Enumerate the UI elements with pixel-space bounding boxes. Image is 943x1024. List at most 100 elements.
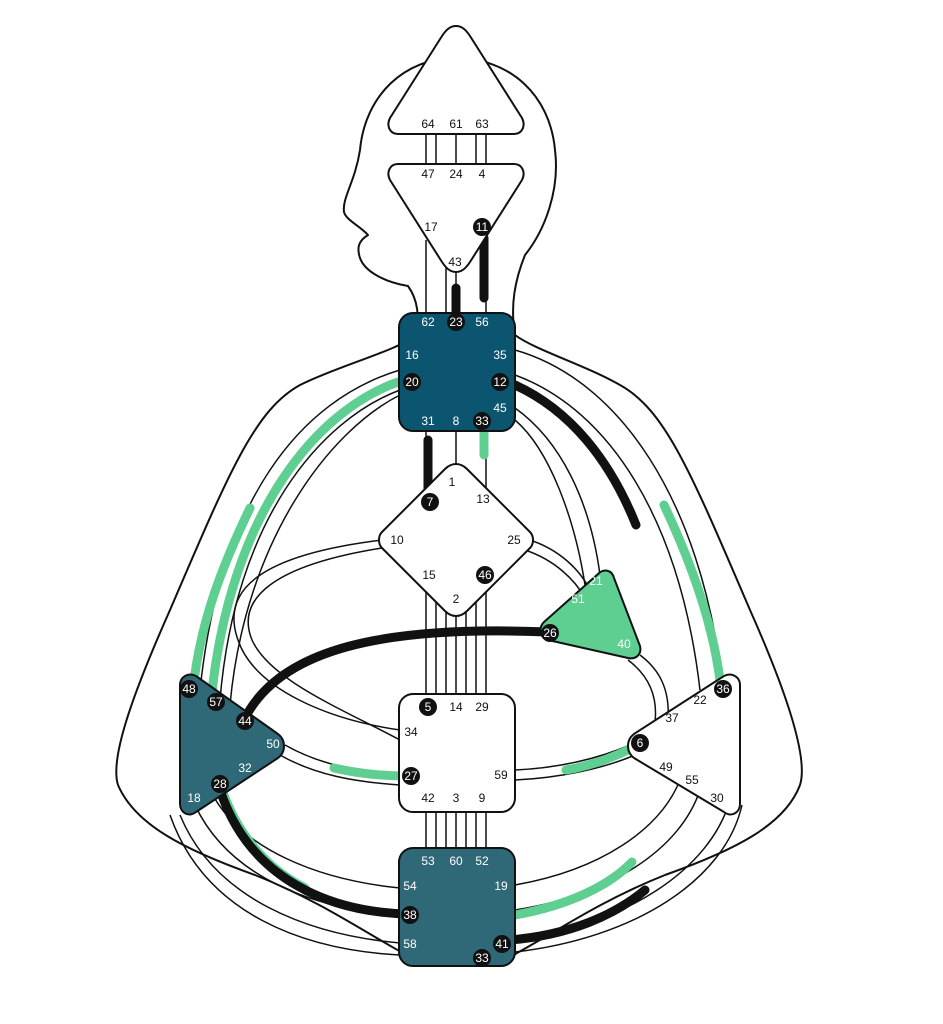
- heart-center[interactable]: [539, 569, 642, 660]
- gate-46[interactable]: 46: [478, 568, 492, 582]
- root-center[interactable]: [398, 847, 516, 967]
- gate-12[interactable]: 12: [493, 375, 507, 389]
- gate-33-root[interactable]: 33: [475, 951, 489, 965]
- gate-45[interactable]: 45: [493, 401, 507, 415]
- gate-1[interactable]: 1: [449, 475, 456, 489]
- gate-badge-28: [211, 775, 229, 793]
- gate-61[interactable]: 61: [449, 117, 463, 131]
- gate-63[interactable]: 63: [475, 117, 489, 131]
- gate-30[interactable]: 30: [710, 791, 724, 805]
- gate-58[interactable]: 58: [403, 937, 417, 951]
- gate-44[interactable]: 44: [238, 714, 252, 728]
- gate-21[interactable]: 21: [589, 574, 603, 588]
- gate-10[interactable]: 10: [390, 533, 404, 547]
- gate-4[interactable]: 4: [479, 167, 486, 181]
- gate-40[interactable]: 40: [617, 637, 631, 651]
- gate-9[interactable]: 9: [479, 791, 486, 805]
- gate-badge-5: [419, 698, 437, 716]
- gate-49[interactable]: 49: [659, 760, 673, 774]
- gate-23[interactable]: 23: [449, 315, 463, 329]
- gate-19[interactable]: 19: [494, 879, 508, 893]
- gate-24[interactable]: 24: [449, 167, 463, 181]
- gate-badge-44: [236, 712, 254, 730]
- g-center[interactable]: [378, 463, 534, 617]
- gate-29[interactable]: 29: [475, 700, 489, 714]
- gate-22[interactable]: 22: [693, 693, 707, 707]
- gate-47[interactable]: 47: [421, 167, 435, 181]
- gate-8[interactable]: 8: [453, 414, 460, 428]
- sacral-center[interactable]: [398, 693, 516, 813]
- gate-42[interactable]: 42: [421, 791, 435, 805]
- channel-active-layer: [188, 233, 725, 945]
- gate-51[interactable]: 51: [571, 592, 585, 606]
- gate-32[interactable]: 32: [238, 761, 252, 775]
- gate-6[interactable]: 6: [637, 736, 644, 750]
- gate-15[interactable]: 15: [422, 568, 436, 582]
- channel-45-21b: [514, 419, 586, 586]
- centers-layer: [179, 25, 741, 967]
- gate-7[interactable]: 7: [427, 495, 434, 509]
- gate-27[interactable]: 27: [404, 769, 418, 783]
- gate-38[interactable]: 38: [403, 908, 417, 922]
- channel-45-21: [514, 407, 601, 576]
- channel-41-30b: [514, 804, 743, 953]
- gate-31[interactable]: 31: [421, 414, 435, 428]
- gate-35[interactable]: 35: [493, 348, 507, 362]
- gate-55[interactable]: 55: [685, 773, 699, 787]
- head-center[interactable]: [387, 25, 525, 135]
- gate-badge-23: [447, 313, 465, 331]
- gate-50[interactable]: 50: [266, 737, 280, 751]
- gate-2[interactable]: 2: [453, 592, 460, 606]
- gate-43[interactable]: 43: [448, 255, 462, 269]
- activation-19-49: [510, 857, 637, 920]
- gate-badge-33: [473, 949, 491, 967]
- throat-center[interactable]: [398, 312, 516, 432]
- gate-59[interactable]: 59: [494, 768, 508, 782]
- activation-12-22: [510, 380, 641, 530]
- gate-54[interactable]: 54: [403, 879, 417, 893]
- gate-48[interactable]: 48: [182, 682, 196, 696]
- solar-plexus-center[interactable]: [627, 673, 741, 816]
- channel-12-22: [514, 374, 701, 691]
- gate-36[interactable]: 36: [716, 682, 730, 696]
- activation-59-6: [561, 743, 637, 775]
- gate-26[interactable]: 26: [543, 626, 557, 640]
- gate-62[interactable]: 62: [421, 315, 435, 329]
- gate-16[interactable]: 16: [405, 348, 419, 362]
- channel-20-57-inner: [219, 389, 401, 701]
- gate-5[interactable]: 5: [425, 700, 432, 714]
- gate-20[interactable]: 20: [405, 375, 419, 389]
- gate-25[interactable]: 25: [507, 533, 521, 547]
- gate-18[interactable]: 18: [187, 791, 201, 805]
- gate-56[interactable]: 56: [475, 315, 489, 329]
- gate-badge-33: [473, 412, 491, 430]
- activation-26-44: [240, 626, 553, 723]
- gate-37[interactable]: 37: [665, 711, 679, 725]
- gate-52[interactable]: 52: [475, 854, 489, 868]
- gate-badge-11: [473, 218, 491, 236]
- gate-badge-41: [493, 935, 511, 953]
- gate-11[interactable]: 11: [476, 220, 489, 234]
- gate-64[interactable]: 64: [421, 117, 435, 131]
- gate-14[interactable]: 14: [449, 700, 463, 714]
- gate-13[interactable]: 13: [476, 492, 490, 506]
- channel-50-27b: [279, 754, 401, 786]
- channel-10-34: [247, 547, 401, 741]
- gate-17[interactable]: 17: [424, 220, 438, 234]
- gate-badge-27: [402, 767, 420, 785]
- gate-28[interactable]: 28: [213, 777, 227, 791]
- gate-3[interactable]: 3: [453, 791, 460, 805]
- gate-badge-48: [180, 680, 198, 698]
- badges-layer: [180, 218, 732, 967]
- activation-35-36: [659, 500, 725, 685]
- gate-33-throat[interactable]: 33: [475, 414, 489, 428]
- gate-53[interactable]: 53: [421, 854, 435, 868]
- gate-badge-46: [476, 566, 494, 584]
- gate-41[interactable]: 41: [495, 937, 509, 951]
- ajna-center[interactable]: [387, 163, 525, 273]
- spleen-center[interactable]: [179, 673, 285, 816]
- gate-60[interactable]: 60: [449, 854, 463, 868]
- gate-34[interactable]: 34: [404, 725, 418, 739]
- gate-57[interactable]: 57: [209, 695, 223, 709]
